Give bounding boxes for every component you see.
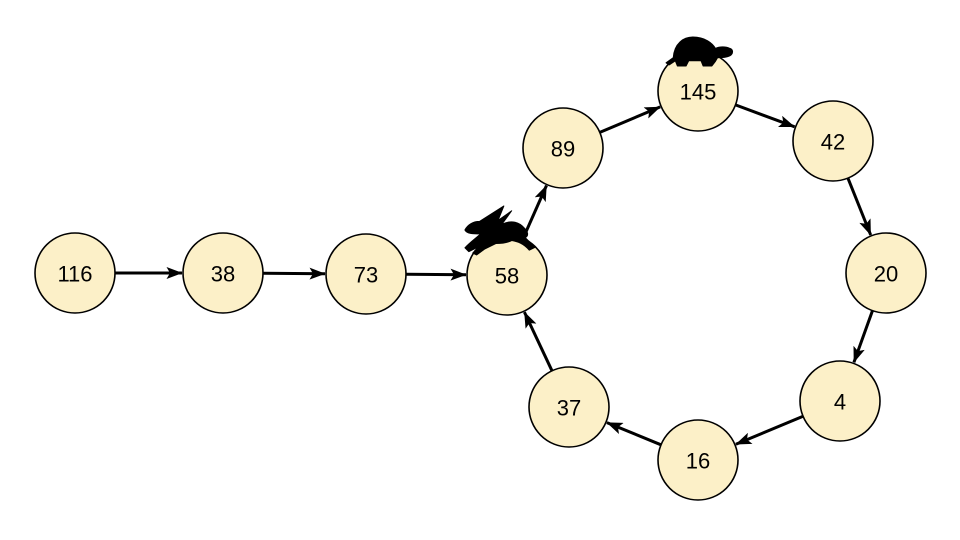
node-16: 16 bbox=[657, 419, 739, 501]
node-20-label: 20 bbox=[874, 262, 898, 287]
edge-145-42-arrow bbox=[734, 103, 796, 129]
node-37: 37 bbox=[528, 366, 610, 448]
edge-4-16-arrow bbox=[735, 414, 804, 446]
tortoise-icon bbox=[665, 36, 734, 67]
node-42-label: 42 bbox=[821, 130, 845, 155]
edge-42-20-arrow bbox=[846, 177, 873, 236]
node-89: 89 bbox=[522, 107, 604, 189]
node-4-label: 4 bbox=[834, 390, 846, 415]
node-38-circle bbox=[182, 232, 264, 314]
node-4-circle bbox=[799, 360, 881, 442]
edge-37-58-arrow bbox=[523, 311, 554, 372]
node-73: 73 bbox=[325, 233, 407, 315]
node-73-label: 73 bbox=[354, 263, 378, 288]
edge-58-89-arrow bbox=[521, 184, 548, 240]
node-37-label: 37 bbox=[557, 396, 581, 421]
node-116: 116 bbox=[34, 232, 116, 314]
node-89-circle bbox=[522, 107, 604, 189]
node-58-label: 58 bbox=[495, 264, 519, 289]
edge-20-4-arrow bbox=[852, 310, 874, 363]
node-20-circle bbox=[845, 232, 927, 314]
edge-89-145-arrow bbox=[599, 105, 661, 134]
node-42: 42 bbox=[792, 100, 874, 182]
hare-icon bbox=[464, 205, 536, 256]
node-16-label: 16 bbox=[686, 449, 710, 474]
node-42-circle bbox=[792, 100, 874, 182]
node-38: 38 bbox=[182, 232, 264, 314]
node-145: 145 bbox=[657, 50, 739, 132]
edge-16-37-arrow bbox=[606, 421, 662, 447]
node-89-label: 89 bbox=[551, 137, 575, 162]
node-20: 20 bbox=[845, 232, 927, 314]
node-145-label: 145 bbox=[680, 80, 717, 105]
node-16-circle bbox=[657, 419, 739, 501]
node-116-circle bbox=[34, 232, 116, 314]
node-73-circle bbox=[325, 233, 407, 315]
node-116-label: 116 bbox=[57, 262, 92, 287]
node-38-label: 38 bbox=[211, 262, 235, 287]
node-4: 4 bbox=[799, 360, 881, 442]
node-37-circle bbox=[528, 366, 610, 448]
